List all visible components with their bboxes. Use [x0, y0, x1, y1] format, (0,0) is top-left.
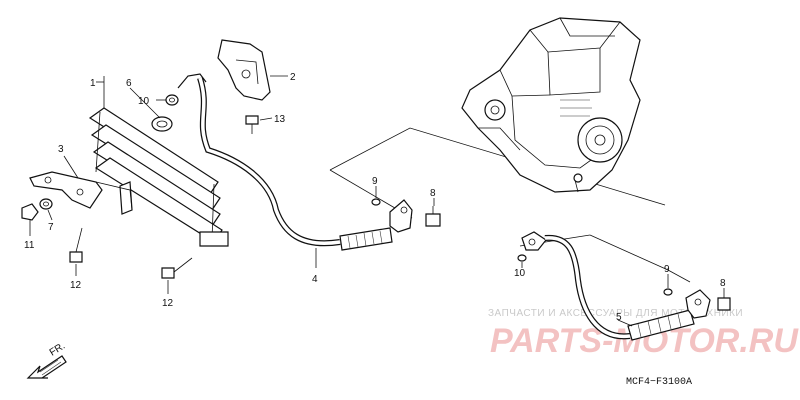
callout-10-right: 10 [514, 268, 526, 279]
washer-9-left [371, 198, 381, 206]
callout-6: 6 [126, 78, 132, 89]
callout-9-left: 9 [372, 176, 378, 187]
callout-10-top: 10 [138, 96, 150, 107]
front-direction-arrow: FR. [26, 341, 67, 379]
bolt-8-left [425, 206, 441, 227]
callout-11: 11 [24, 240, 35, 251]
oil-hose-4 [177, 73, 413, 251]
callout-4: 4 [312, 274, 318, 285]
callout-1: 1 [90, 78, 96, 89]
callout-3: 3 [58, 144, 64, 155]
washer-9-right [663, 288, 673, 296]
watermark-caption: ЗАПЧАСТИ И АКСЕССУАРЫ ДЛЯ МОТОТЕХНИКИ [488, 308, 743, 319]
callout-8-left: 8 [430, 188, 436, 199]
callout-9-right: 9 [664, 264, 670, 275]
callout-2: 2 [290, 72, 296, 83]
direction-label: FR. [48, 341, 67, 359]
callout-12-left: 12 [70, 280, 82, 291]
collar-7 [39, 198, 53, 210]
diagram-code: MCF4−F3100A [626, 377, 692, 388]
callout-8-right: 8 [720, 278, 726, 289]
nut-11 [21, 203, 39, 221]
leader-lines [29, 75, 725, 327]
bolt-13 [245, 115, 259, 134]
callout-labels: 1 2 3 4 5 6 7 8 8 9 9 10 10 11 12 12 13 [24, 72, 726, 323]
bracket-3 [29, 171, 133, 211]
bolt-12-bottom [161, 257, 193, 279]
oil-cooler [88, 76, 229, 247]
callout-12-bottom: 12 [162, 298, 174, 309]
bracket-2 [217, 39, 271, 101]
grommet-6 [151, 116, 173, 132]
callout-13: 13 [274, 114, 286, 125]
washer-10-right [517, 254, 527, 262]
bolt-12-left [69, 227, 83, 263]
oil-hose-5 [521, 231, 711, 341]
callout-7: 7 [48, 222, 54, 233]
washer-10-top [165, 94, 179, 106]
bolt-8-right [717, 297, 731, 311]
engine-assembly [461, 17, 641, 193]
callout-5: 5 [616, 312, 622, 323]
